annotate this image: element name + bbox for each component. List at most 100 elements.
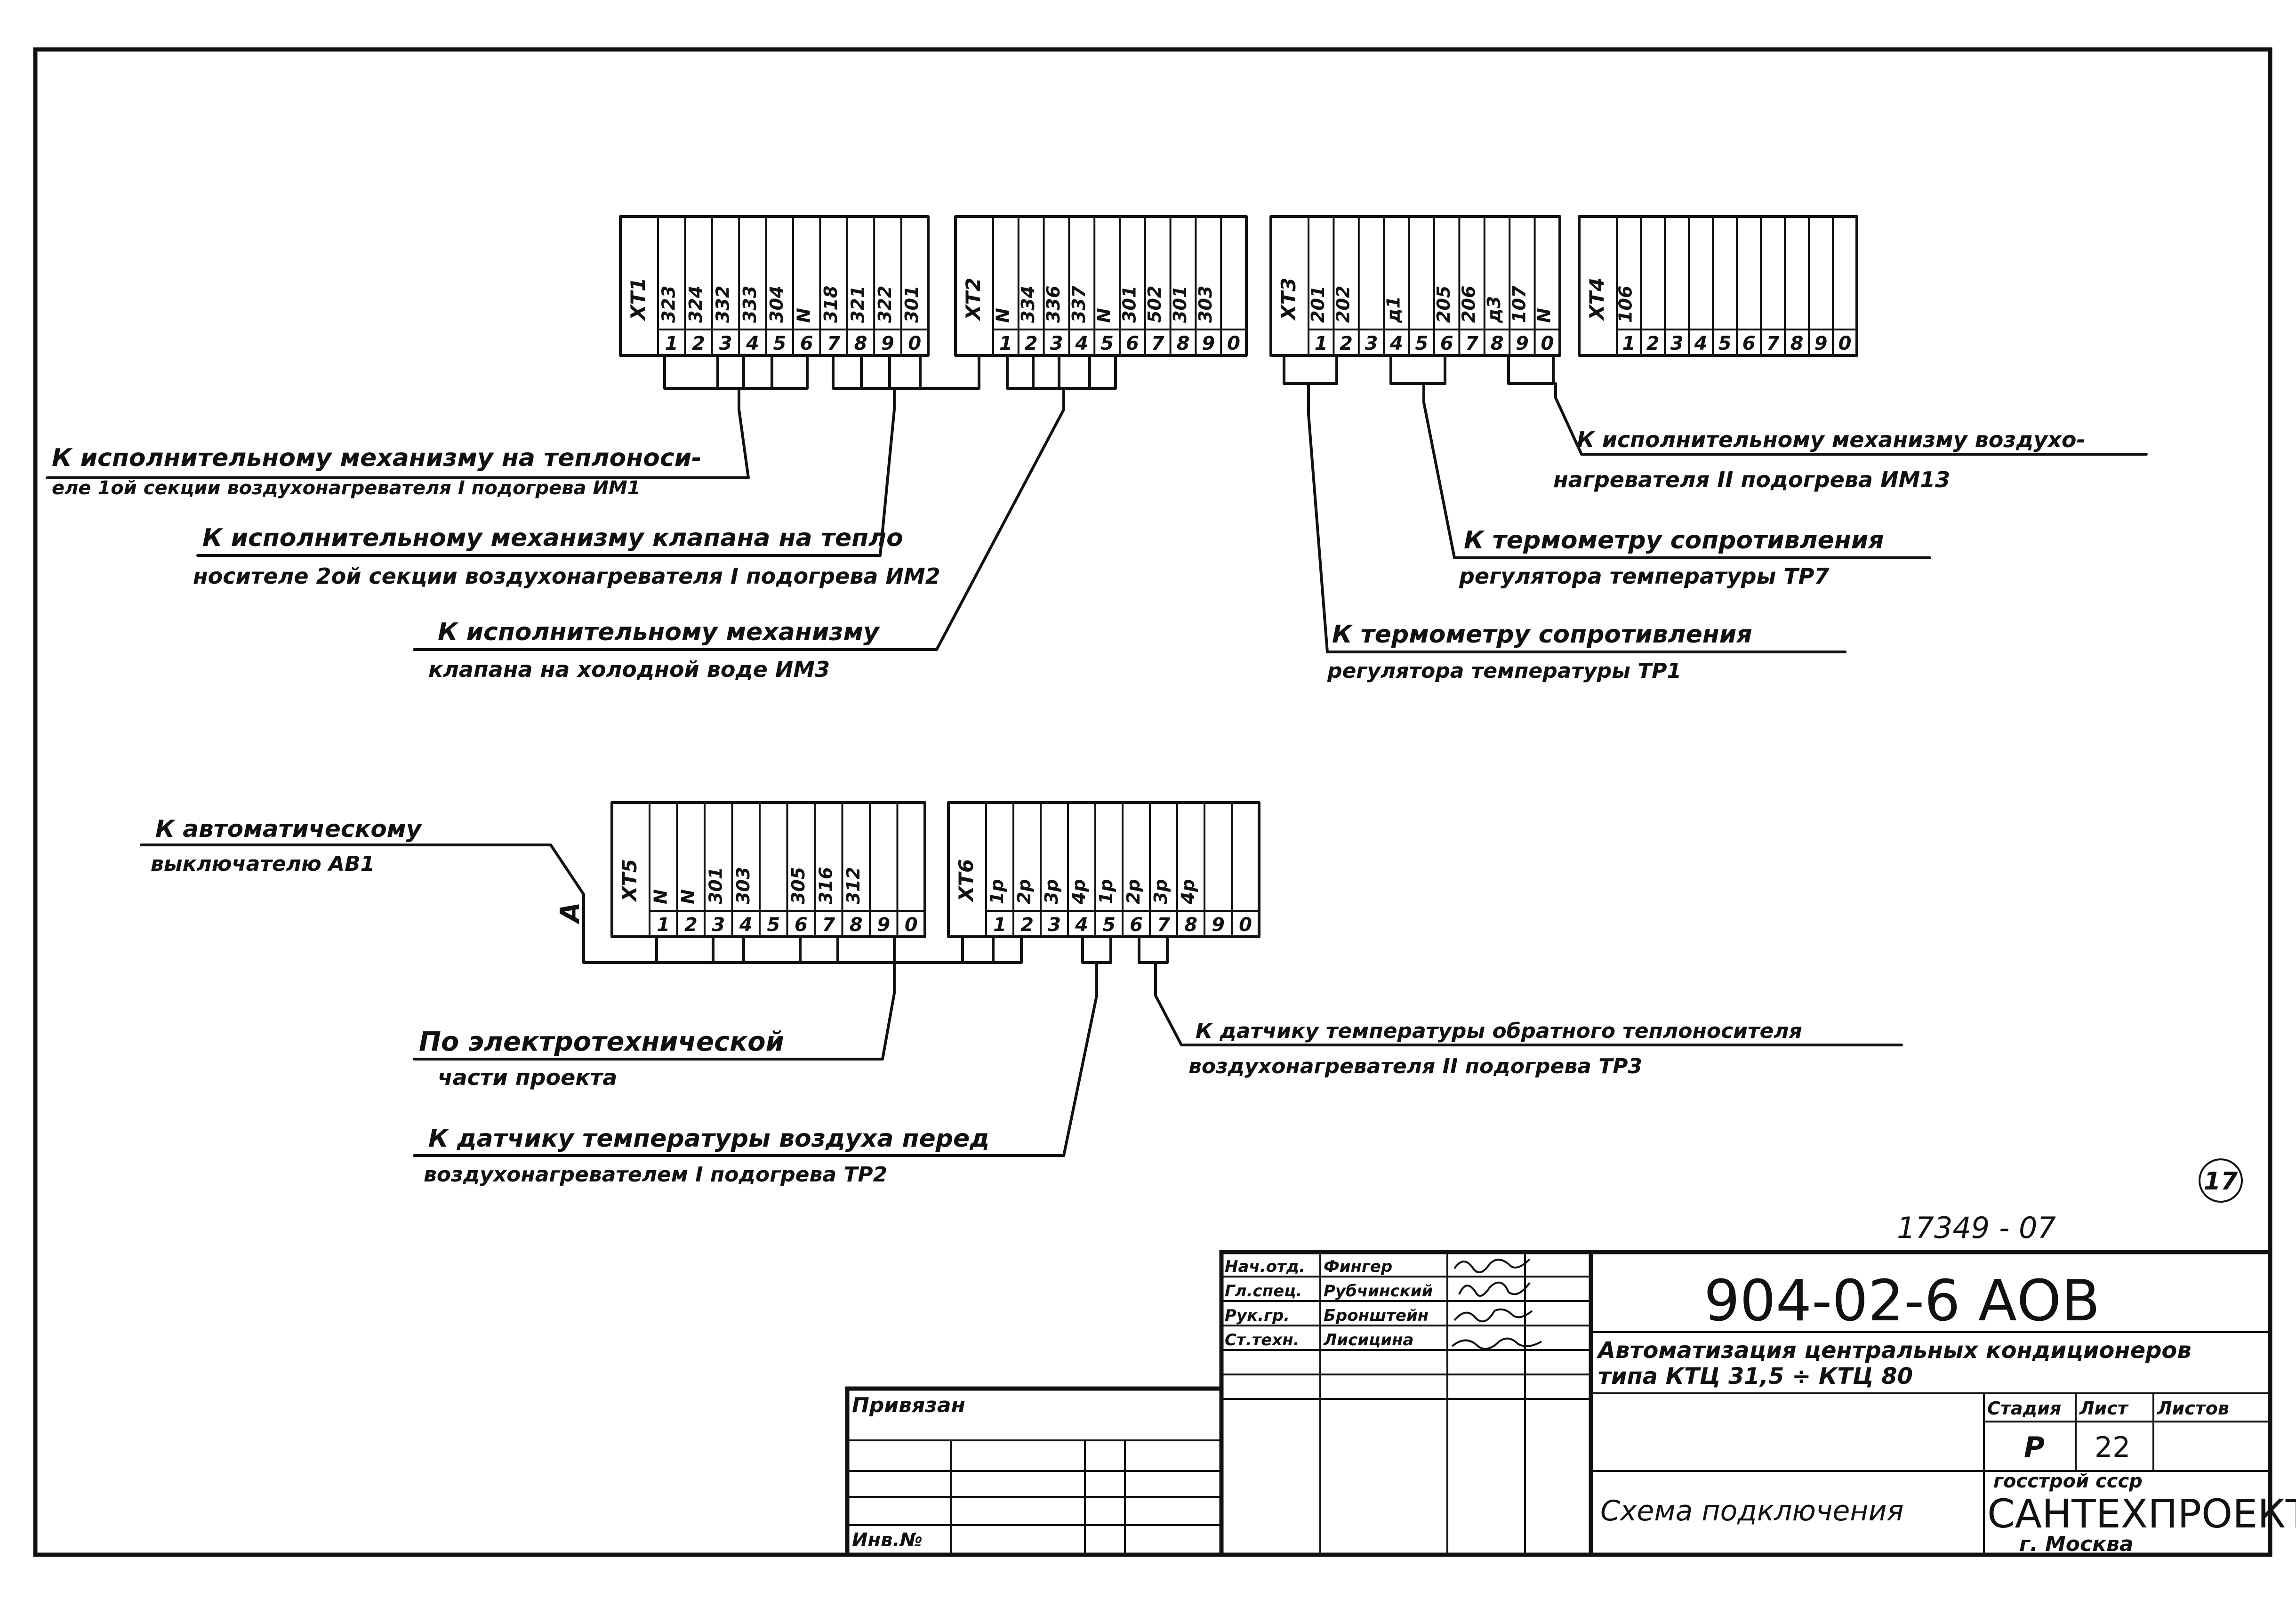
sheet-label: Лист — [2079, 1398, 2129, 1419]
terminal-block-frame — [619, 215, 930, 357]
wire-label: N — [1094, 308, 1115, 323]
callout-im13-line2: нагревателя II подогрева ИМ13 — [1553, 467, 1950, 492]
wire-label: 106 — [1615, 286, 1636, 323]
terminal-number: 8 — [1491, 333, 1504, 354]
wire-label: 336 — [1043, 286, 1064, 323]
callout-tr1-line1: К термометру сопротивления — [1332, 620, 1752, 649]
wire-label: 333 — [739, 286, 760, 323]
terminal-number: 8 — [1790, 333, 1804, 354]
callout-im3-line1: К исполнительному механизму — [438, 618, 880, 646]
signature-3 — [1453, 1308, 1533, 1323]
terminal-block-name: XT4 — [1585, 278, 1608, 321]
wire-label: д3 — [1484, 296, 1504, 323]
terminal-number: 4 — [1075, 333, 1088, 354]
callout-im2-line2: носителе 2ой секции воздухонагревателя I… — [193, 563, 940, 589]
wire-label: 321 — [847, 286, 868, 323]
callout-av1-line2: выключателю АВ1 — [151, 852, 375, 876]
wire-label: 334 — [1018, 286, 1038, 323]
staff-name-1: Фингер — [1324, 1257, 1392, 1276]
wire-line — [663, 354, 809, 390]
wire-line — [1389, 354, 1446, 385]
wire-line — [1283, 354, 1338, 385]
terminal-block-name: XT5 — [618, 859, 641, 903]
marker-a: А — [555, 902, 586, 924]
wire-line — [1138, 935, 1169, 964]
terminal-number: 6 — [1742, 333, 1756, 354]
stage-label: Стадия — [1987, 1398, 2061, 1419]
wire-line — [582, 893, 1023, 964]
terminal-number: 5 — [773, 333, 786, 354]
terminal-block-name: XT3 — [1277, 278, 1300, 321]
terminal-number: 9 — [1202, 333, 1215, 354]
sheet-number-circle — [2199, 1158, 2243, 1203]
sheet-value: 22 — [2095, 1431, 2130, 1464]
callout-im2-line1: К исполнительному механизму клапана на т… — [202, 524, 903, 552]
wire-label: 304 — [766, 286, 787, 323]
terminal-number: 8 — [1177, 333, 1190, 354]
wiring — [582, 354, 1557, 997]
wire-label: 301 — [1170, 286, 1190, 323]
wire-label: 2р — [1014, 879, 1035, 904]
terminal-number: 4 — [1389, 333, 1403, 354]
terminal-block-name: XT2 — [962, 278, 985, 321]
wire-label: 337 — [1068, 285, 1089, 323]
signature-4 — [1451, 1337, 1542, 1350]
staff-role-2: Гл.спец. — [1225, 1282, 1302, 1301]
wire-label: 303 — [733, 867, 754, 904]
terminal-number: 2 — [684, 914, 698, 936]
terminal-number: 5 — [1415, 333, 1428, 354]
wire-label: 3р — [1041, 879, 1062, 904]
staff-role-1: Нач.отд. — [1225, 1257, 1305, 1276]
wire-label: 2р — [1123, 879, 1144, 904]
callout-im1-line1: К исполнительному механизму на теплоноси… — [52, 444, 702, 472]
staff-role-4: Ст.техн. — [1225, 1331, 1300, 1350]
callout-electro-line2: части проекта — [438, 1065, 617, 1090]
org-name: САНТЕХПРОЕКТ — [1987, 1491, 2296, 1537]
terminal-number: 8 — [854, 333, 867, 354]
terminal-number: 0 — [908, 333, 921, 354]
terminal-number: 4 — [746, 333, 759, 354]
project-title-line2: типа КТЦ 31,5 ÷ КТЦ 80 — [1598, 1363, 1913, 1390]
terminal-number: 6 — [1130, 914, 1143, 936]
terminal-number: 4 — [1694, 333, 1708, 354]
callout-tr7-line1: К термометру сопротивления — [1464, 526, 1884, 554]
terminal-number: 8 — [1184, 914, 1197, 936]
wire-label: N — [678, 889, 698, 904]
terminal-number: 0 — [1541, 333, 1554, 354]
terminal-number: 1 — [1315, 333, 1328, 354]
terminal-number: 6 — [800, 333, 813, 354]
org-top: госстрой ссср — [1993, 1470, 2143, 1492]
terminal-number: 3 — [1670, 333, 1684, 354]
terminal-number: 5 — [1718, 333, 1732, 354]
terminal-number: 9 — [1212, 914, 1225, 936]
project-title-line1: Автоматизация центральных кондиционеров — [1596, 1337, 2192, 1364]
staff-name-4: Лисицина — [1323, 1331, 1414, 1350]
terminal-number: 3 — [1048, 914, 1061, 936]
wire-line — [832, 354, 980, 390]
wire-label: N — [1534, 308, 1555, 323]
wire-label: 3р — [1150, 879, 1171, 904]
sheet-number-value: 17 — [2204, 1167, 2238, 1196]
terminal-number: 3 — [712, 914, 725, 936]
signature-1 — [1453, 1258, 1531, 1273]
terminal-number: 6 — [1440, 333, 1453, 354]
terminal-number: 1 — [1622, 333, 1636, 354]
terminal-number: 2 — [1340, 333, 1353, 354]
terminal-number: 2 — [1020, 914, 1034, 936]
terminal-number: 1 — [665, 333, 678, 354]
stage-value: Р — [2024, 1431, 2045, 1464]
terminal-number: 0 — [905, 914, 918, 936]
callout-tr7-line2: регулятора температуры ТР7 — [1459, 563, 1829, 589]
wire-label: 301 — [705, 867, 726, 904]
wire-label: 205 — [1433, 286, 1454, 323]
attached-label: Привязан — [852, 1393, 965, 1417]
wire-label: 322 — [875, 286, 895, 323]
staff-role-3: Рук.гр. — [1225, 1306, 1290, 1325]
wire-label: 4р — [1178, 879, 1198, 905]
callout-texts: К исполнительному механизму на теплоноси… — [52, 427, 2086, 1187]
